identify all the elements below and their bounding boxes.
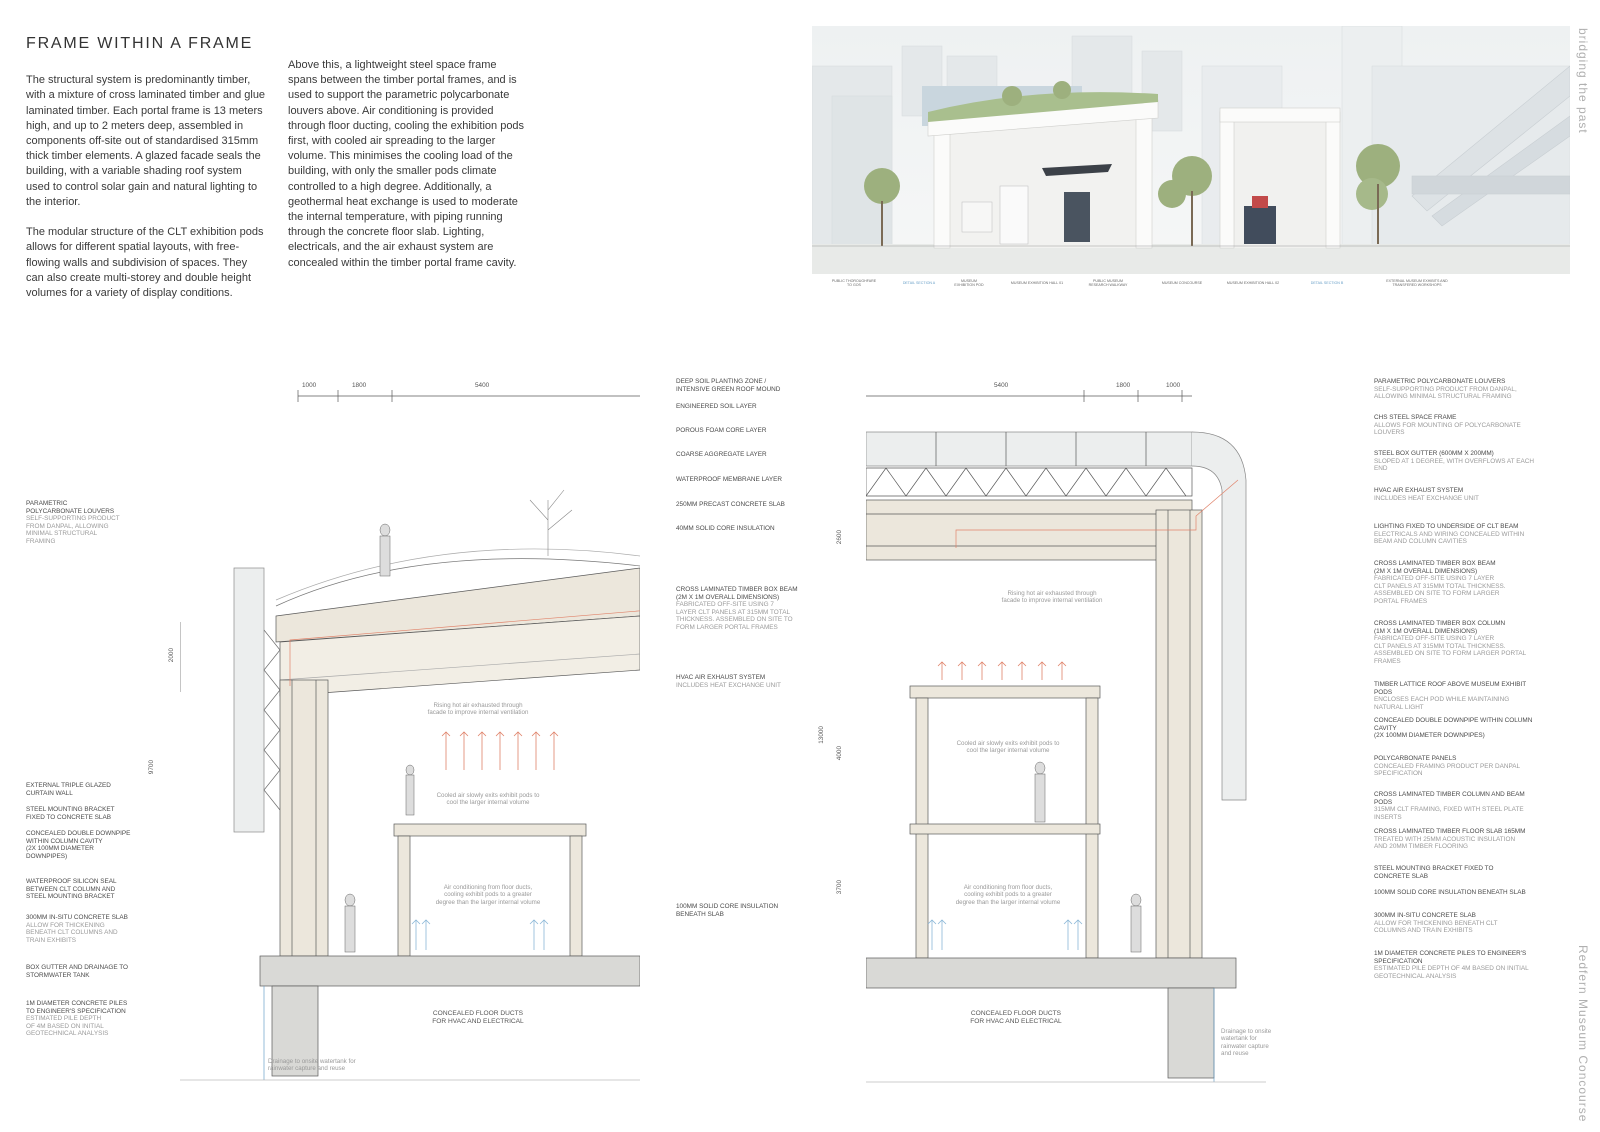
render-label: MUSEUM EXHIBITION HALL 01 bbox=[1010, 281, 1064, 285]
section-a-label-box-gutter: BOX GUTTER AND DRAINAGE TO STORMWATER TA… bbox=[26, 964, 129, 979]
section-a-note-drainage: Drainage to onsite watertank for rainwat… bbox=[268, 1058, 356, 1073]
section-b-label-box-column: CROSS LAMINATED TIMBER BOX COLUMN (1M X … bbox=[1374, 620, 1527, 665]
dim-3700: 3700 bbox=[836, 880, 843, 895]
render-labels: PUBLIC THOROUGHFARE TO GOS DETAIL SECTIO… bbox=[812, 279, 1570, 295]
section-b-note-aircon: Air conditioning from floor ducts, cooli… bbox=[955, 884, 1061, 906]
section-a-label-insulation: 40MM SOLID CORE INSULATION bbox=[676, 525, 775, 532]
section-a-label-aggregate: COARSE AGGREGATE LAYER bbox=[676, 451, 767, 458]
section-a-label-downpipe: CONCEALED DOUBLE DOWNPIPE WITHIN COLUMN … bbox=[26, 830, 131, 860]
section-b-label-pods: CROSS LAMINATED TIMBER COLUMN AND BEAM P… bbox=[1374, 791, 1525, 821]
section-a-label-slab-insulation: 100MM SOLID CORE INSULATION BENEATH SLAB bbox=[676, 903, 779, 918]
render-label: PUBLIC THOROUGHFARE TO GOS bbox=[831, 279, 877, 288]
side-label-bottom: Redfern Museum Concourse bbox=[1576, 945, 1590, 1123]
side-label-top: bridging the past bbox=[1576, 28, 1590, 134]
perspective-section-render bbox=[812, 26, 1570, 274]
figures bbox=[344, 523, 415, 953]
section-a-label-engineered-soil: ENGINEERED SOIL LAYER bbox=[676, 403, 757, 410]
hot-air-arrows-b bbox=[937, 661, 1067, 680]
render-ground bbox=[812, 244, 1570, 274]
section-a-label-deep-soil: DEEP SOIL PLANTING ZONE / INTENSIVE GREE… bbox=[676, 378, 781, 393]
section-b-label-lattice-roof: TIMBER LATTICE ROOF ABOVE MUSEUM EXHIBIT… bbox=[1374, 681, 1527, 711]
cool-air-arrows-b bbox=[927, 919, 1083, 950]
render-label: MUSEUM CONCOURSE bbox=[1161, 281, 1203, 285]
section-a-label-piles: 1M DIAMETER CONCRETE PILES TO ENGINEER'S… bbox=[26, 1000, 128, 1038]
section-b-label-box-beam: CROSS LAMINATED TIMBER BOX BEAM (2M X 1M… bbox=[1374, 560, 1506, 605]
dim-9700: 9700 bbox=[148, 760, 155, 775]
section-b-note-exhaust: Rising hot air exhausted through facade … bbox=[1001, 590, 1103, 605]
dim-2600: 2600 bbox=[836, 530, 843, 545]
section-a-label-box-beam: CROSS LAMINATED TIMBER BOX BEAM (2M X 1M… bbox=[676, 586, 798, 631]
render-viaduct bbox=[1411, 65, 1570, 227]
dim-5400: 5400 bbox=[475, 382, 490, 389]
render-label: PUBLIC MUSEUM RESEARCH WALKWAY bbox=[1088, 279, 1128, 288]
render-hall-01 bbox=[927, 92, 1159, 249]
hot-air-arrows bbox=[441, 731, 559, 770]
section-b-label-box-gutter: STEEL BOX GUTTER (600MM X 200MM)SLOPED A… bbox=[1374, 450, 1535, 473]
section-b-label-insulation: 100MM SOLID CORE INSULATION BENEATH SLAB bbox=[1374, 889, 1526, 896]
figures-b bbox=[1034, 761, 1142, 953]
render-label: DETAIL SECTION A bbox=[902, 281, 936, 285]
render-label: EXTERNAL MUSEUM EXHIBITS AND TRANSFERED … bbox=[1386, 279, 1448, 288]
intro-paragraph-2: The modular structure of the CLT exhibit… bbox=[26, 226, 264, 300]
section-a-label-foam-core: POROUS FOAM CORE LAYER bbox=[676, 427, 767, 434]
cool-air-arrows bbox=[411, 919, 549, 950]
section-a-floor-ducts: CONCEALED FLOOR DUCTS FOR HVAC AND ELECT… bbox=[432, 1010, 524, 1025]
dim-4000: 4000 bbox=[836, 746, 843, 761]
section-b-note-cooled: Cooled air slowly exits exhibit pods to … bbox=[956, 740, 1060, 755]
section-a-label-silicon-seal: WATERPROOF SILICON SEAL BETWEEN CLT COLU… bbox=[26, 878, 117, 901]
section-b-floor-ducts: CONCEALED FLOOR DUCTS FOR HVAC AND ELECT… bbox=[970, 1010, 1062, 1025]
section-b-note-drainage: Drainage to onsite watertank for rainwat… bbox=[1221, 1028, 1272, 1058]
section-b-label-downpipe: CONCEALED DOUBLE DOWNPIPE WITHIN COLUMN … bbox=[1374, 717, 1533, 740]
section-a-label-curtain-wall: EXTERNAL TRIPLE GLAZED CURTAIN WALL bbox=[26, 782, 111, 797]
page-title: FRAME WITHIN A FRAME bbox=[26, 34, 254, 52]
dim-13000: 13000 bbox=[818, 726, 825, 744]
dim-2000: 2000 bbox=[168, 648, 175, 663]
intro-paragraph-1: The structural system is predominantly t… bbox=[26, 74, 266, 208]
render-label: DETAIL SECTION B bbox=[1310, 281, 1344, 285]
render-label: MUSEUM EXHIBITION POD bbox=[954, 279, 984, 288]
dim-1800-b: 1800 bbox=[1116, 382, 1131, 389]
section-a-note-aircon: Air conditioning from floor ducts, cooli… bbox=[435, 884, 541, 906]
section-b-label-steel-bracket: STEEL MOUNTING BRACKET FIXED TO CONCRETE… bbox=[1374, 865, 1494, 880]
section-b-drawing bbox=[866, 390, 1266, 1083]
section-a-note-cooled: Cooled air slowly exits exhibit pods to … bbox=[436, 792, 540, 807]
intro-text-column-1: The structural system is predominantly t… bbox=[26, 58, 266, 301]
render-trees bbox=[864, 81, 1400, 210]
roof-tree bbox=[529, 489, 573, 556]
render-label: MUSEUM EXHIBITION HALL 02 bbox=[1226, 281, 1280, 285]
intro-text-column-2: Above this, a lightweight steel space fr… bbox=[288, 59, 525, 269]
dim-1000-b: 1000 bbox=[1166, 382, 1181, 389]
dim-1000: 1000 bbox=[302, 382, 317, 389]
section-a-label-precast-slab: 250MM PRECAST CONCRETE SLAB bbox=[676, 501, 785, 508]
section-b-label-piles: 1M DIAMETER CONCRETE PILES TO ENGINEER'S… bbox=[1374, 950, 1529, 980]
render-hall-02 bbox=[1219, 107, 1341, 249]
section-a-label-membrane: WATERPROOF MEMBRANE LAYER bbox=[676, 476, 783, 483]
section-a-note-exhaust: Rising hot air exhausted through facade … bbox=[427, 702, 529, 717]
section-a-drawing bbox=[180, 390, 640, 1081]
dim-1800: 1800 bbox=[352, 382, 367, 389]
section-a-label-steel-bracket: STEEL MOUNTING BRACKET FIXED TO CONCRETE… bbox=[26, 806, 115, 821]
dim-5400-b: 5400 bbox=[994, 382, 1009, 389]
